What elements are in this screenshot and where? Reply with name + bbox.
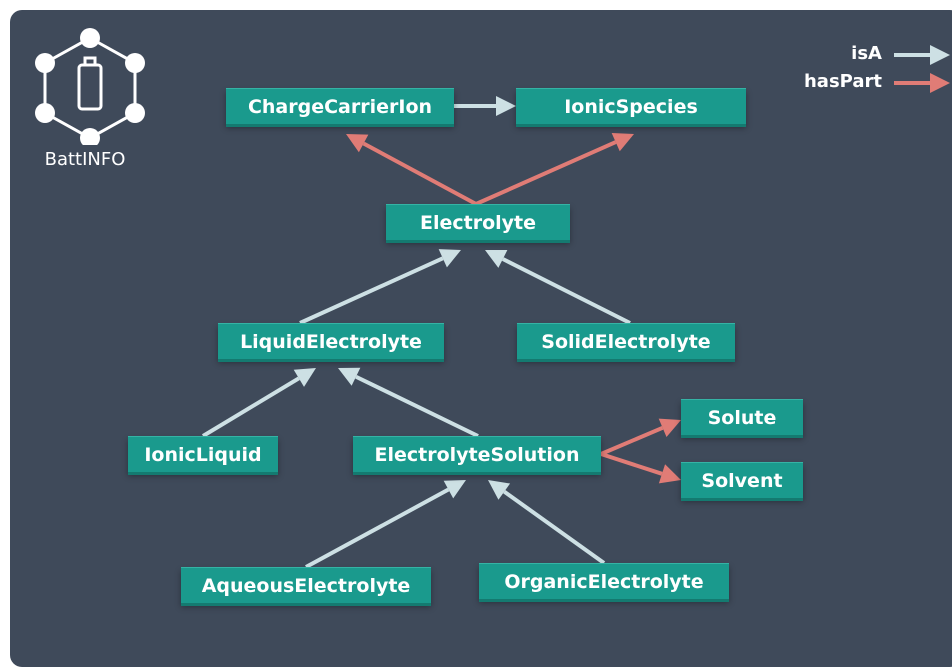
legend-haspart-arrow	[894, 73, 950, 93]
node-ionic-liquid[interactable]: IonicLiquid	[128, 436, 278, 472]
logo-text: BattINFO	[44, 149, 126, 170]
edge-isa-aqueous-electrolyte-to-electrolyte-solution	[305, 480, 466, 569]
legend-isa-arrow	[894, 45, 950, 65]
node-ionic-species[interactable]: IonicSpecies	[516, 88, 746, 124]
edge-isa-electrolyte-solution-to-liquid-electrolyte	[338, 367, 479, 438]
edge-isa-ionic-liquid-to-liquid-electrolyte	[201, 368, 316, 438]
edge-haspart-electrolyte-to-ionic-species	[475, 132, 634, 206]
diagram-canvas: BattINFO isA hasPart ChargeCarrierIon Io…	[10, 10, 952, 667]
node-liquid-electrolyte[interactable]: LiquidElectrolyte	[218, 323, 444, 359]
node-charge-carrier-ion[interactable]: ChargeCarrierIon	[226, 88, 454, 124]
node-solvent[interactable]: Solvent	[681, 462, 803, 498]
node-solute[interactable]: Solute	[681, 399, 803, 435]
legend-haspart-label: hasPart	[803, 71, 882, 92]
node-solid-electrolyte[interactable]: SolidElectrolyte	[517, 323, 735, 359]
edge-isa-liquid-electrolyte-to-electrolyte	[299, 249, 461, 325]
edge-haspart-electrolyte-solution-to-solvent	[600, 452, 681, 484]
node-electrolyte[interactable]: Electrolyte	[386, 204, 570, 240]
edge-isa-organic-electrolyte-to-electrolyte-solution	[488, 480, 606, 565]
relation-edges	[201, 45, 950, 569]
node-organic-electrolyte[interactable]: OrganicElectrolyte	[479, 563, 729, 599]
legend-isa-label: isA	[851, 43, 882, 64]
edge-haspart-electrolyte-solution-to-solute	[600, 418, 681, 456]
node-aqueous-electrolyte[interactable]: AqueousElectrolyte	[181, 567, 431, 603]
edge-isa-solid-electrolyte-to-electrolyte	[485, 250, 631, 325]
edge-haspart-electrolyte-to-charge-carrier-ion	[346, 134, 477, 206]
battinfo-logo-icon	[35, 28, 145, 145]
node-electrolyte-solution[interactable]: ElectrolyteSolution	[353, 436, 601, 472]
edge-isa-charge-carrier-ion-to-ionic-species	[454, 96, 516, 116]
